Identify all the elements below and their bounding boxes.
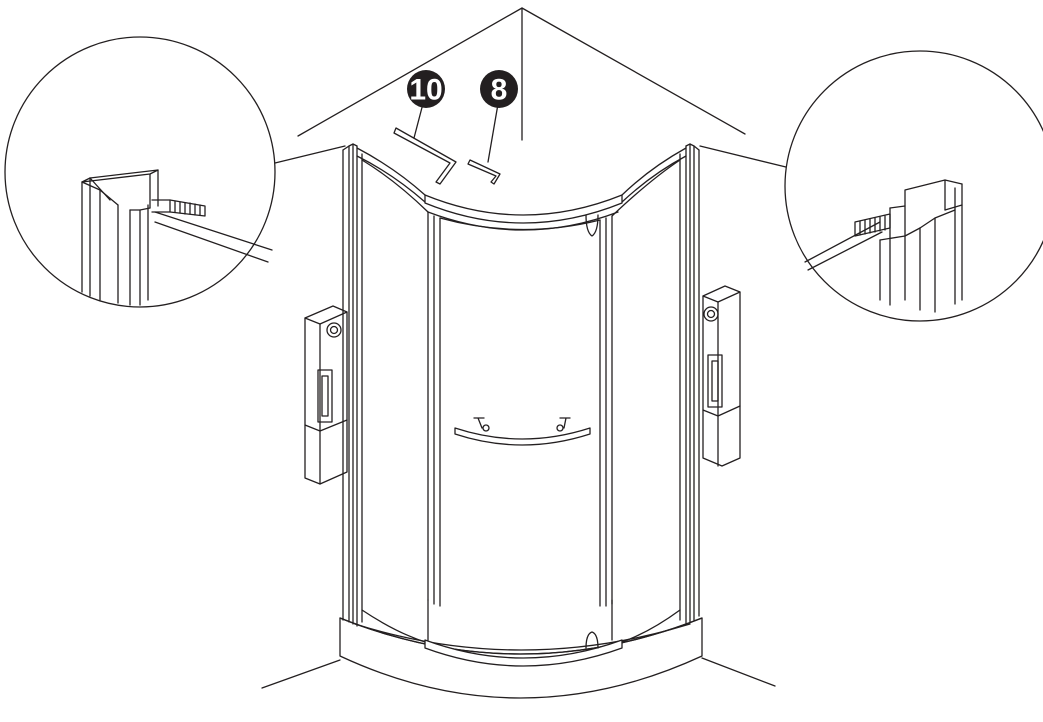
right-detail-circle: [699, 50, 1043, 322]
door-handle: [454, 417, 591, 446]
callout-8-leader: [487, 103, 499, 163]
allen-key-icon: [467, 159, 501, 185]
left-frame: [342, 143, 363, 627]
left-detail-circle: [4, 36, 346, 308]
right-frame: [679, 143, 700, 625]
left-wall-bracket: [304, 305, 348, 485]
callout-10: 10: [407, 70, 445, 108]
top-rail: [356, 147, 687, 231]
right-wall-profile-detail: [804, 179, 963, 313]
right-wall-bracket: [702, 285, 741, 467]
bottom-rail: [361, 599, 681, 667]
door-panel: [361, 159, 681, 607]
left-wall-profile-detail: [81, 169, 273, 306]
allen-key-icon: [393, 127, 457, 185]
callout-10-label: 10: [409, 74, 442, 107]
callout-8: 8: [480, 70, 518, 108]
wall-corner: [297, 7, 746, 141]
callout-8-label: 8: [491, 74, 508, 107]
floor-corner: [261, 657, 776, 689]
